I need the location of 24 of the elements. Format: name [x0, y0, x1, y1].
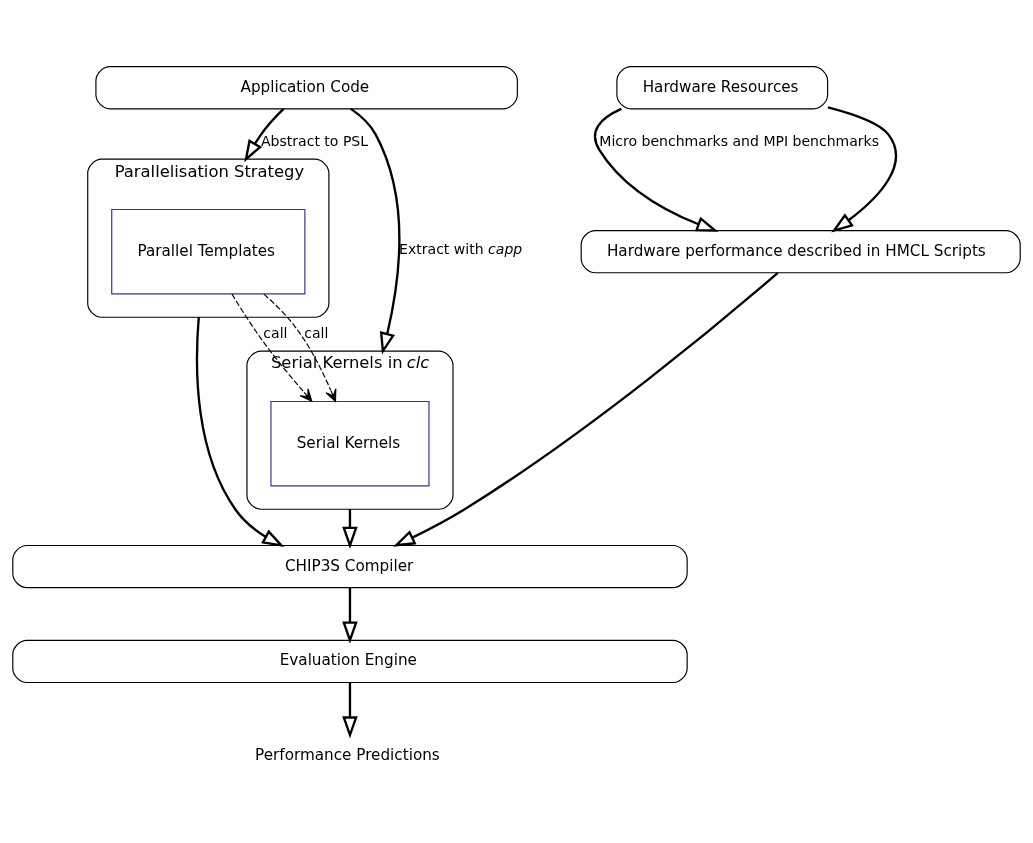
- arrow: [827, 105, 897, 233]
- node-box: Hardware Resources: [616, 65, 829, 109]
- arrow: [393, 271, 779, 547]
- edge-label: Micro benchmarks and MPI benchmarks: [599, 132, 880, 149]
- arrow: [342, 508, 358, 549]
- arrow: [231, 292, 313, 402]
- node-box: Evaluation Engine: [12, 639, 688, 683]
- arrow: [342, 587, 358, 644]
- arrow: [244, 107, 285, 162]
- arrow: [593, 107, 719, 232]
- arrow: [195, 316, 285, 547]
- edge-label: Extract with capp: [399, 240, 523, 257]
- node-box: Parallel Templates: [111, 208, 306, 294]
- arrow: [350, 107, 401, 355]
- edge-label: call: [263, 324, 288, 341]
- arrow: [263, 293, 337, 402]
- edge-label: call: [304, 324, 329, 341]
- arrow: [342, 682, 358, 739]
- node-box: Application Code: [95, 65, 518, 109]
- node-box: CHIP3S Compiler: [12, 544, 688, 588]
- edge-label: Abstract to PSL: [260, 132, 369, 149]
- node-box: Hardware performance described in HMCL Scripts: [580, 229, 1021, 273]
- node-box: Serial Kernels: [270, 400, 430, 486]
- node-text: Performance Predictions: [255, 745, 440, 764]
